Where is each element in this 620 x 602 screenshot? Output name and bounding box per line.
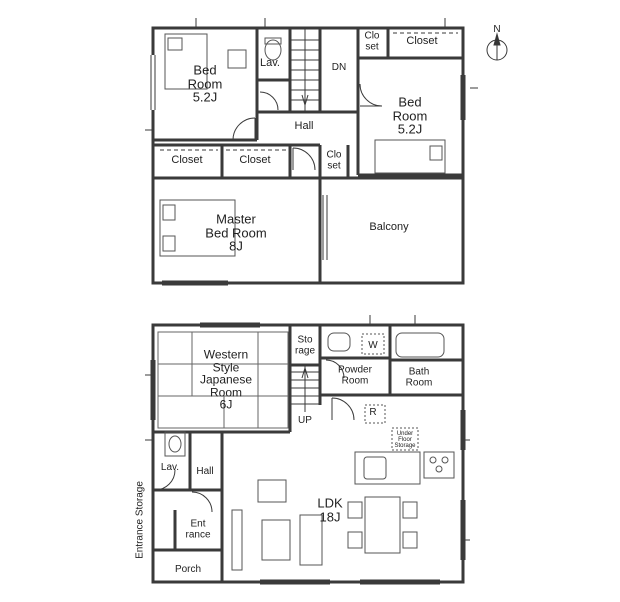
second-floor-stair [290,28,320,112]
storage-label: Sto rage [294,334,316,356]
lav-1f-label: Lav. [160,461,180,473]
under-floor-storage-label: Under Floor Storage [394,431,416,449]
w-mark-label: W [368,339,378,351]
first-floor-fixtures [164,332,455,571]
first-floor-stair [290,365,320,412]
up-label: UP [298,414,312,426]
r-mark-label: R [369,406,377,418]
closet-left-1-label: Closet [171,154,203,167]
porch-label: Porch [174,563,202,575]
closet-ne-small-label: Clo set [364,30,380,52]
second-floor-walls [151,26,465,285]
ldk-label: LDK 18J [317,495,343,524]
bath-room-label: Bath Room [405,366,433,388]
japanese-room-label: Western Style Japanese Room 6J [199,347,253,412]
master-bedroom-label: Master Bed Room 8J [205,211,267,254]
second-floor-furniture [159,33,446,257]
closet-left-2-label: Closet [239,154,271,167]
first-floor-doors [154,359,355,513]
compass-label: N [493,23,501,35]
down-label: DN [331,61,347,73]
compass-icon [486,32,508,61]
entrance-storage-label: Entrance Storage [134,481,146,559]
hall-2f-label: Hall [294,120,314,133]
balcony-label: Balcony [369,221,409,234]
hall-1f-label: Hall [196,465,214,477]
entrance-label: Ent rance [185,518,211,540]
bedroom-ne-label: Bed Room 5.2J [392,94,428,137]
powder-room-label: Powder Room [338,364,372,386]
second-floor-windows [150,55,466,286]
first-floor-windows [150,322,466,585]
closet-mid-small-label: Clo set [326,149,342,171]
first-floor-walls [151,323,465,584]
tatami-grid [157,331,289,429]
closet-ne-label: Closet [406,35,438,48]
lav-2f-label: Lav. [260,57,280,70]
bedroom-nw-label: Bed Room 5.2J [187,62,223,105]
second-floor-doors [232,83,383,171]
